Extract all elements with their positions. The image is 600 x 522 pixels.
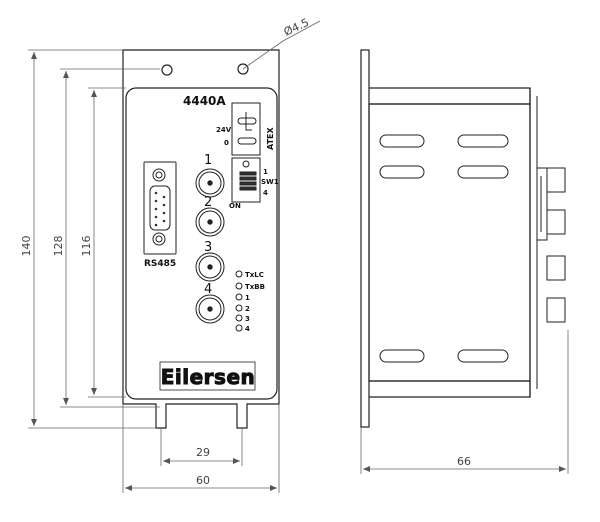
rs485-db9-connector xyxy=(143,161,177,255)
rs485-label: RS485 xyxy=(144,259,176,269)
mounting-hole-left xyxy=(161,64,173,76)
power-terminal-block xyxy=(231,102,261,156)
dim-width-60: 60 xyxy=(196,474,210,487)
bnc-connector-4 xyxy=(195,294,225,324)
dimension-lines xyxy=(28,20,569,493)
led-label-3: 3 xyxy=(245,315,250,323)
side-back-plate xyxy=(360,49,370,428)
power-0-label: 0 xyxy=(224,139,229,147)
connector-label-2: 2 xyxy=(204,195,212,210)
front-panel xyxy=(125,87,278,400)
brand-plate xyxy=(159,361,256,391)
dim-height-128: 128 xyxy=(52,236,65,257)
bnc-connector-2 xyxy=(195,207,225,237)
on-label: ON xyxy=(229,202,241,210)
sw-position-4: 4 xyxy=(263,189,268,197)
atex-label: ATEX xyxy=(266,127,275,150)
led-indicator-txbb xyxy=(235,282,243,290)
led-label-1: 1 xyxy=(245,294,250,302)
bnc-connector-3 xyxy=(195,252,225,282)
led-indicator-2 xyxy=(235,304,243,312)
dim-width-29: 29 xyxy=(196,446,210,459)
connector-label-1: 1 xyxy=(204,153,212,168)
dim-diameter: Ø4.5 xyxy=(282,16,311,39)
led-label-txbb: TxBB xyxy=(245,283,265,291)
sw1-dip-switch xyxy=(231,157,261,203)
vent-slots xyxy=(379,134,509,363)
led-label-txlc: TxLC xyxy=(245,271,264,279)
brand-logo-text: Eilersen xyxy=(161,365,256,389)
mounting-hole-right xyxy=(237,63,249,75)
side-connectors xyxy=(536,167,566,323)
connector-label-3: 3 xyxy=(204,240,212,255)
sw1-label: SW1 xyxy=(261,178,279,186)
sw-position-1: 1 xyxy=(263,168,268,176)
power-24v-label: 24V xyxy=(216,126,232,134)
bnc-connector-1 xyxy=(195,168,225,198)
connector-label-4: 4 xyxy=(204,282,212,297)
side-view xyxy=(360,49,566,428)
side-upper-flange xyxy=(369,87,531,105)
dim-height-140: 140 xyxy=(20,236,33,257)
dim-depth-66: 66 xyxy=(457,455,471,468)
led-indicator-3 xyxy=(235,314,243,322)
side-lower-flange xyxy=(369,380,531,398)
led-indicator-1 xyxy=(235,293,243,301)
dim-height-116: 116 xyxy=(80,236,93,257)
led-column xyxy=(235,270,243,332)
led-label-2: 2 xyxy=(245,305,250,313)
led-label-4: 4 xyxy=(245,325,250,333)
led-indicator-4 xyxy=(235,324,243,332)
led-indicator-txlc xyxy=(235,270,243,278)
model-label: 4440A xyxy=(183,94,226,108)
